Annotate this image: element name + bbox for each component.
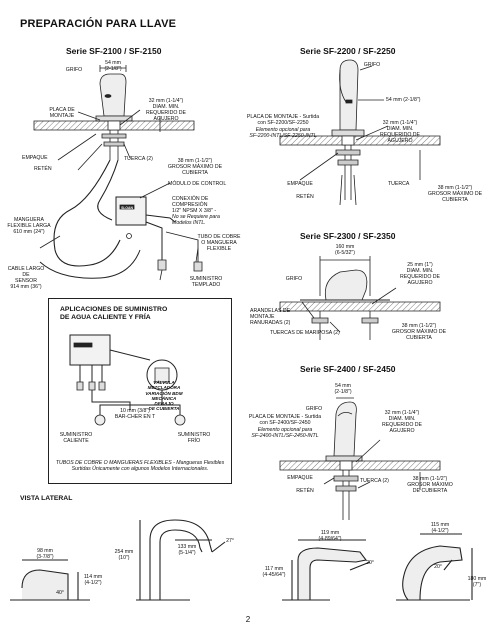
sf2400-tuerca-label: TUERCA (2) bbox=[360, 478, 389, 484]
side-view-4-height: 180 mm (7") bbox=[467, 576, 487, 588]
sf2400-drawing bbox=[280, 398, 440, 520]
sf2400-reten-label: RETÉN bbox=[296, 488, 314, 494]
sf2200-hole-dim: 32 mm (1-1/4") DIAM. MIN. REQUERIDO DE A… bbox=[379, 120, 421, 144]
sf2100-suministro-label: SUMINISTRO TEMPLADO bbox=[189, 276, 223, 288]
side-view-2-reach: 133 mm (5-1/4") bbox=[177, 544, 197, 556]
sf2300-width-dim: 160 mm (6-5/32") bbox=[334, 244, 355, 256]
hot-cold-box bbox=[48, 298, 232, 484]
hot-cold-cold-label: SUMINISTRO FRÍO bbox=[177, 432, 211, 444]
hot-cold-tee-label: 10 mm (3/8") BAR-CHER EN T bbox=[114, 408, 156, 420]
sf2100-reten-label: RETÉN bbox=[34, 166, 52, 172]
side-view-1 bbox=[10, 560, 90, 600]
sf2300-hole-dim: 25 mm (1") DIAM. MIN. REQUERIDO DE AGUJE… bbox=[399, 262, 441, 286]
side-view-4-reach: 115 mm (4-1/2") bbox=[430, 522, 450, 534]
sf2100-modulo-label: MÓDULO DE CONTROL bbox=[168, 181, 227, 187]
page-number: 2 bbox=[245, 615, 251, 624]
side-view-3-reach: 119 mm (4-89/64") bbox=[318, 530, 342, 542]
side-view-2-angle: 27° bbox=[226, 538, 234, 544]
sf2100-manguera-label: MANGUERA FLEXIBLE LARGA 610 mm (24") bbox=[7, 217, 51, 235]
sf2400-empaque-label: EMPAQUE bbox=[287, 475, 313, 481]
side-view-1-height: 114 mm (4-1/2") bbox=[83, 574, 103, 586]
sf2100-width-dim: 54 mm (2-1/8") bbox=[104, 60, 122, 72]
sf2200-width-dim: 54 mm (2-1/8") bbox=[386, 97, 421, 103]
sf2100-cable-label: CABLE LARGO DE SENSOR 914 mm (36") bbox=[7, 266, 45, 290]
sf2400-title: Serie SF-2400 / SF-2450 bbox=[300, 364, 396, 374]
side-view-2-height: 254 mm (10") bbox=[114, 549, 134, 561]
side-view-4-angle: 20° bbox=[434, 564, 442, 570]
page-title: PREPARACIÓN PARA LLAVE bbox=[20, 18, 177, 30]
sf2300-drawing bbox=[280, 256, 440, 340]
sf2400-hole-dim: 32 mm (1-1/4") DIAM. MIN. REQUERIDO DE A… bbox=[381, 410, 423, 434]
sf2100-empaque-label: EMPAQUE bbox=[22, 155, 48, 161]
sf2200-tuerca-label: TUERCA bbox=[388, 181, 410, 187]
sf2200-title: Serie SF-2200 / SF-2250 bbox=[300, 46, 396, 56]
sf2200-empaque-label: EMPAQUE bbox=[287, 181, 313, 187]
sf2100-grifo-label: GRIFO bbox=[65, 67, 83, 73]
sf2200-grosor-dim: 38 mm (1-1/2") GROSOR MÁXIMO DE CUBIERTA bbox=[427, 185, 483, 203]
side-view-3 bbox=[282, 540, 370, 600]
sf2100-grosor-dim: 38 mm (1-1/2") GROSOR MÁXIMO DE CUBIERTA bbox=[167, 158, 223, 176]
sf2100-conexion-note: No se Requiere para Modelos INTL. bbox=[172, 214, 220, 226]
sf2300-title: Serie SF-2300 / SF-2350 bbox=[300, 231, 396, 241]
hot-cold-valve-label: VÁLVULA MEZCLADORA VARIACIÓN BDM MECÁNIC… bbox=[145, 380, 183, 412]
sf2100-placa-label: PLACA DE MONTAJE bbox=[49, 107, 75, 119]
sf2400-placa-label: PLACA DE MONTAJE - Surtida con SF-2400/S… bbox=[248, 414, 322, 426]
sf2100-hole-dim: 32 mm (1-1/4") DIAM. MIN. REQUERIDO DE A… bbox=[145, 98, 187, 122]
sf2300-grifo-label: GRIFO bbox=[285, 276, 303, 282]
sf2100-drawing bbox=[34, 65, 202, 280]
hot-cold-title: APLICACIONES DE SUMINISTRO DE AGUA CALIE… bbox=[60, 306, 168, 321]
side-view-2 bbox=[136, 520, 225, 600]
side-view-1-angle: 40° bbox=[56, 590, 64, 596]
hot-cold-hot-label: SUMINISTRO CALIENTE bbox=[59, 432, 93, 444]
hot-cold-drawing bbox=[70, 335, 185, 425]
control-module-brand-logo: SLOAN bbox=[121, 206, 133, 210]
hot-cold-note: TUBOS DE COBRE O MANGUERAS FLEXIBLES - M… bbox=[55, 460, 225, 472]
sf2300-tuercas-label: TUERCAS DE MARIPOSA (2) bbox=[270, 330, 340, 336]
sf2400-grifo-label: GRIFO bbox=[305, 406, 323, 412]
sf2100-conexion-label: CONEXIÓN DE COMPRESIÓN 1/2" NPSM X 3/8" … bbox=[172, 196, 217, 214]
sf2200-reten-label: RETÉN bbox=[296, 194, 314, 200]
sf2100-tuerca-label: TUERCA (2) bbox=[124, 156, 153, 162]
side-view-3-angle: 20° bbox=[366, 560, 374, 566]
sf2100-tubo-label: TUBO DE COBRE O MANGUERA FLEXIBLE bbox=[197, 234, 241, 252]
side-view-3-height: 117 mm (4-45/64") bbox=[262, 566, 286, 578]
sf2400-placa-note: Elemento opcional para SF-2400-INTL/SF-2… bbox=[251, 427, 319, 439]
side-view-4 bbox=[396, 534, 472, 600]
sf2400-width-dim: 54 mm (2-1/8") bbox=[334, 383, 352, 395]
sf2400-grosor-dim: 38 mm (1-1/2") GROSOR MÁXIMO DE CUBIERTA bbox=[407, 476, 453, 494]
sf2300-arandelas-label: ARANDELAS DE MONTAJE RANURADAS (2) bbox=[250, 308, 291, 326]
sf2200-placa-note: Elemento opcional para SF-2200-INTL/SF-2… bbox=[249, 127, 317, 139]
sf2200-drawing bbox=[280, 60, 440, 205]
sf2300-grosor-dim: 38 mm (1-1/2") GROSOR MÁXIMO DE CUBIERTA bbox=[391, 323, 447, 341]
sf2200-grifo-label: GRIFO bbox=[363, 62, 381, 68]
sf2200-placa-label: PLACA DE MONTAJE - Surtida con SF-2200/S… bbox=[246, 114, 320, 126]
side-view-title: VISTA LATERAL bbox=[20, 495, 73, 502]
sf2100-title: Serie SF-2100 / SF-2150 bbox=[66, 46, 162, 56]
side-view-1-len: 98 mm (3-7/8") bbox=[36, 548, 54, 560]
